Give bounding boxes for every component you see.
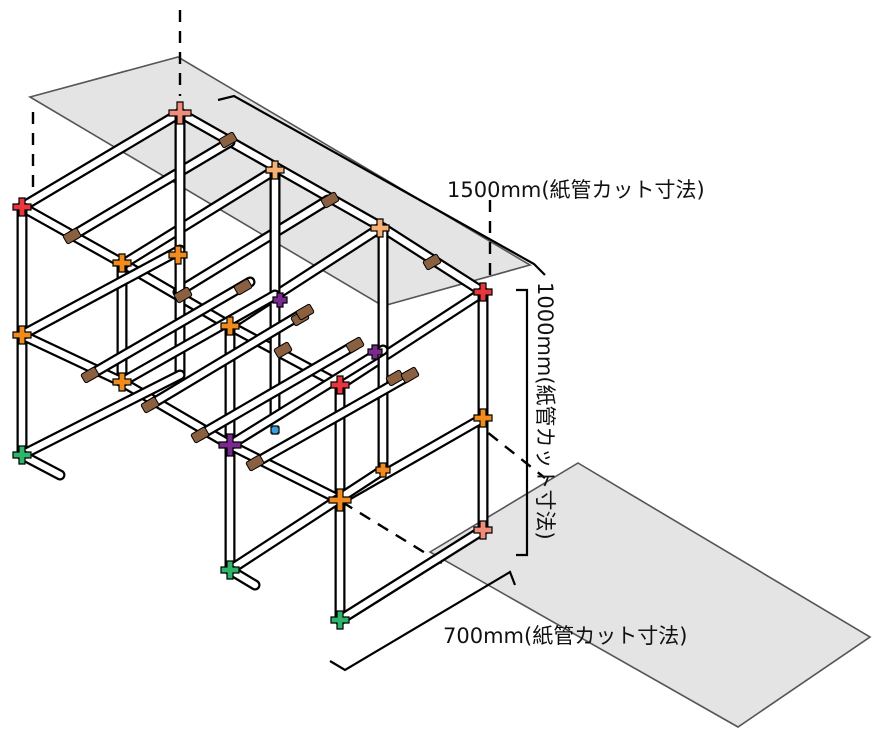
clamp-icon xyxy=(295,303,315,321)
clamp-icon xyxy=(190,426,210,444)
paper-tube xyxy=(18,371,184,459)
clamp-icon xyxy=(273,341,293,359)
paper-tube xyxy=(121,166,279,267)
cross-joint-icon xyxy=(367,344,383,360)
foot-joint-icon xyxy=(12,445,32,465)
paper-tube xyxy=(336,288,487,389)
foot-joint-icon xyxy=(220,560,240,580)
paper-tube xyxy=(226,322,344,389)
projection-line xyxy=(341,500,446,567)
depth-dimension-label: 700mm(紙管カット寸法) xyxy=(443,624,687,648)
paper-tube xyxy=(336,526,487,624)
clamp-icon xyxy=(422,253,442,271)
clamp-icon xyxy=(320,191,340,209)
cross-joint-icon xyxy=(218,433,242,457)
paper-tube xyxy=(18,331,126,386)
paper-tubes xyxy=(16,107,489,626)
tee-joint-icon xyxy=(112,253,132,273)
clamp-icon xyxy=(218,131,238,149)
clamp-icon xyxy=(400,366,420,384)
projection-line xyxy=(471,419,546,479)
tee-joint-icon xyxy=(370,218,390,238)
paper-tube xyxy=(226,346,387,449)
width-dimension-line xyxy=(217,94,546,276)
clamp-icon xyxy=(233,278,253,296)
paper-tube xyxy=(86,278,254,379)
clamp-icon xyxy=(140,396,160,414)
corner-joint-icon xyxy=(330,375,350,395)
tee-joint-icon xyxy=(375,462,391,478)
tee-joint-icon xyxy=(12,325,32,345)
corner-joint-icon xyxy=(473,282,493,302)
tee-joint-icon xyxy=(168,245,188,265)
clamp-icon xyxy=(245,454,265,472)
clamp-icon xyxy=(80,366,100,384)
cross-joint-icon xyxy=(272,292,288,308)
clamp-icon xyxy=(62,227,82,245)
paper-tube xyxy=(174,196,332,296)
corner-joint-icon xyxy=(12,197,32,217)
paper-tube xyxy=(226,466,387,574)
tee-joint-icon xyxy=(220,316,240,336)
clamp-icon xyxy=(345,336,365,354)
paper-tube xyxy=(18,109,184,211)
paper-tube xyxy=(118,291,279,386)
paper-tube xyxy=(226,441,344,504)
joints xyxy=(12,101,493,630)
joint-icon xyxy=(270,425,280,435)
width-dimension-label: 1500mm(紙管カット寸法) xyxy=(447,178,705,202)
paper-tube xyxy=(251,371,414,467)
clamp-icon xyxy=(173,286,193,304)
tee-joint-icon xyxy=(473,408,493,428)
tee-joint-icon xyxy=(265,160,285,180)
height-dimension-line xyxy=(516,288,529,557)
corner-joint-icon xyxy=(473,520,493,540)
paper-tube xyxy=(196,341,359,439)
tee-joint-icon xyxy=(328,488,352,512)
corner-joint-icon xyxy=(168,101,192,125)
paper-tube xyxy=(18,246,184,339)
paper-tube xyxy=(68,138,234,240)
height-dimension-label: 1000mm(紙管カット寸法) xyxy=(533,282,557,540)
bottom-reference-plane xyxy=(428,462,872,728)
depth-dimension-line xyxy=(329,570,517,672)
tee-joint-icon xyxy=(112,372,132,392)
paper-tube xyxy=(146,311,304,409)
foot-joint-icon xyxy=(330,610,350,630)
